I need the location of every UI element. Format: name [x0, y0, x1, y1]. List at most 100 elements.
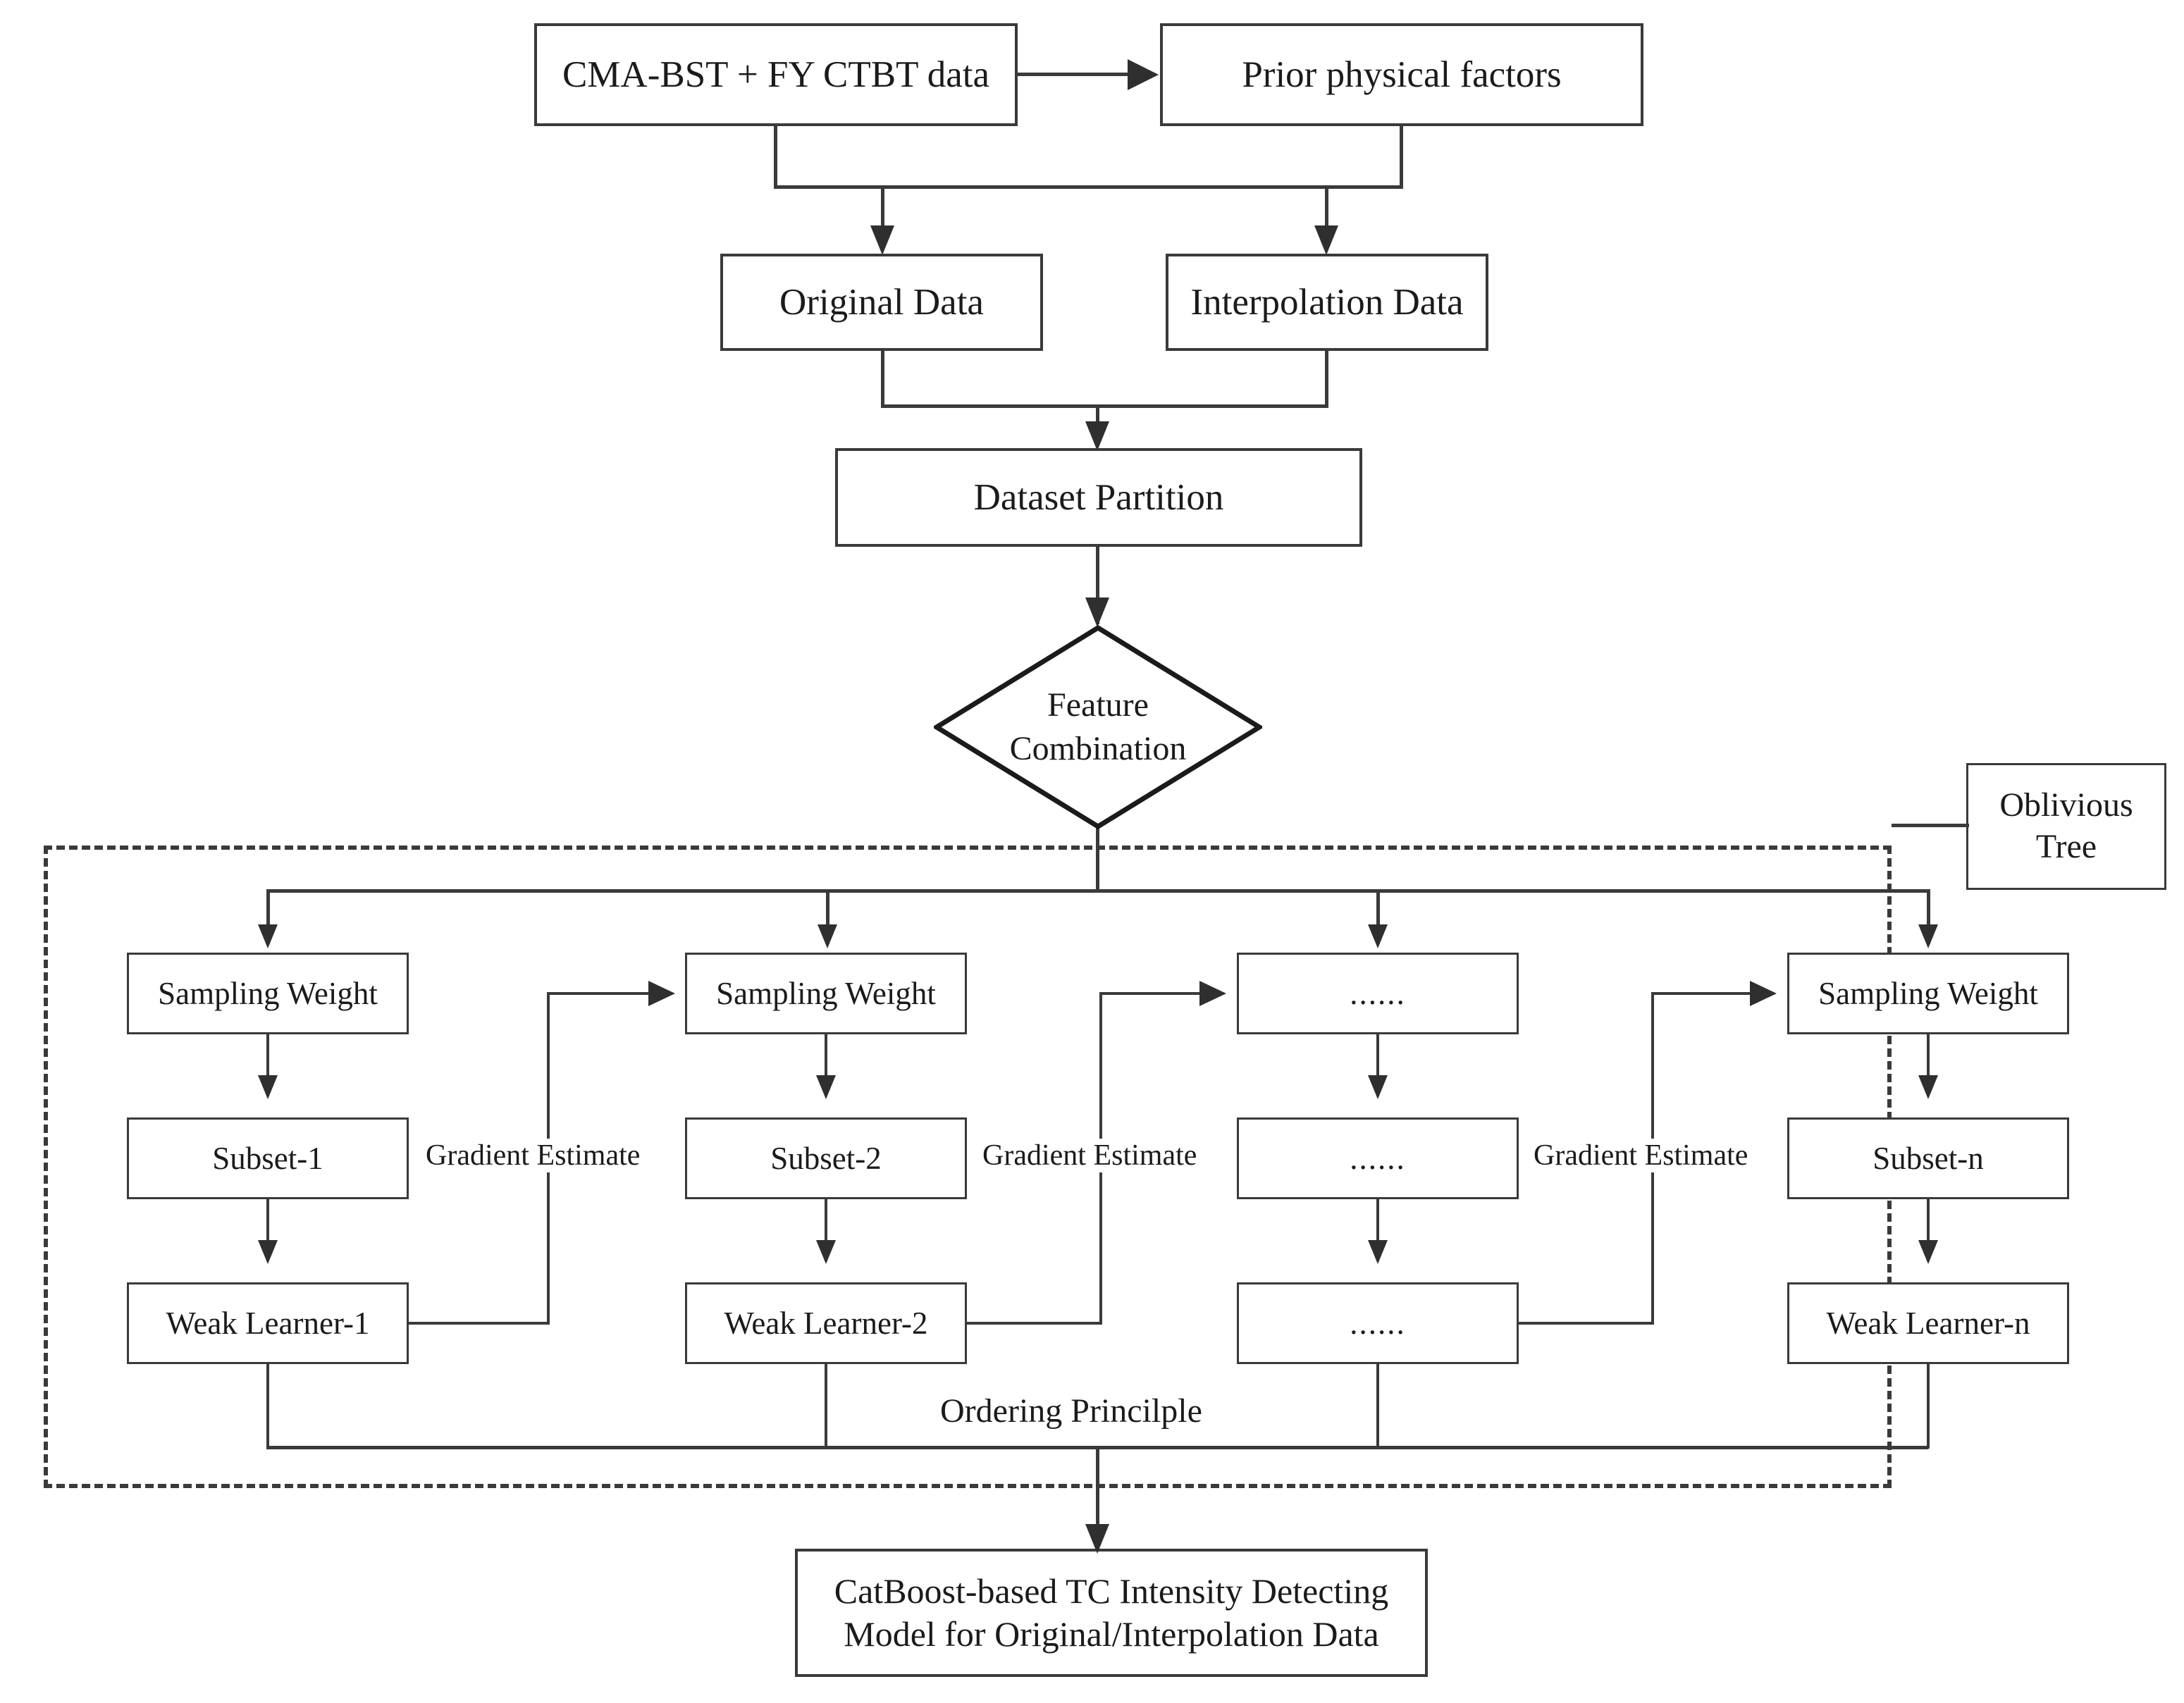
node-weak-learner-n[interactable]: Weak Learner-n — [1787, 1282, 2069, 1364]
edge-wln-down — [1927, 1364, 1930, 1449]
edge-merge-bus — [881, 404, 1328, 408]
arrowhead-swn-to-subsetn — [1918, 1075, 1938, 1099]
edge-dashed-to-oblivious-label — [1892, 824, 1969, 827]
node-dataset-partition[interactable]: Dataset Partition — [835, 448, 1362, 547]
arrowhead-bus-drop-col1 — [258, 924, 278, 948]
edge-sw1-to-subset1 — [266, 1034, 269, 1096]
node-subset-n-label: Subset-n — [1873, 1140, 1984, 1176]
node-interpolation-data-label: Interpolation Data — [1190, 281, 1464, 323]
edge-bus-drop-col4 — [1927, 889, 1930, 944]
arrowhead-bus-to-final-model — [1085, 1524, 1109, 1554]
edge-diamond-to-distribution-bus — [1096, 824, 1099, 892]
node-sampling-weight-3-label: ...... — [1350, 975, 1406, 1011]
edge-bus-drop-col1 — [266, 889, 270, 944]
arrowhead-bus-to-interpolation — [1314, 225, 1338, 255]
edge-wl3-down — [1376, 1364, 1379, 1449]
node-subset-1[interactable]: Subset-1 — [127, 1117, 409, 1199]
arrowhead-bus-drop-col2 — [818, 924, 837, 948]
edge-source-to-prior — [1018, 73, 1130, 76]
label-ordering-principle: Ordering Princilple — [937, 1392, 1205, 1430]
node-interpolation-data[interactable]: Interpolation Data — [1166, 254, 1488, 351]
node-subset-3[interactable]: ...... — [1237, 1117, 1519, 1199]
edge-wl2-down — [825, 1364, 827, 1449]
edge-source-down-stub — [774, 126, 777, 188]
node-sampling-weight-1-label: Sampling Weight — [158, 975, 378, 1011]
edge-grad2-out — [967, 1322, 1102, 1325]
node-source-data[interactable]: CMA-BST + FY CTBT data — [534, 23, 1018, 126]
edge-grad1-out — [409, 1322, 550, 1325]
node-subset-n[interactable]: Subset-n — [1787, 1117, 2069, 1199]
node-weak-learner-n-label: Weak Learner-n — [1826, 1305, 2030, 1341]
edge-bus-drop-col2 — [826, 889, 829, 944]
arrowhead-grad3-in — [1750, 981, 1777, 1006]
node-prior-physical-factors[interactable]: Prior physical factors — [1160, 23, 1643, 126]
oblivious-tree-line-1: Oblivious — [1999, 786, 2133, 824]
edge-sw3-to-subset3 — [1376, 1034, 1379, 1096]
arrowhead-sw2-to-subset2 — [816, 1075, 836, 1099]
node-sampling-weight-2[interactable]: Sampling Weight — [685, 953, 967, 1034]
node-original-data-label: Original Data — [779, 281, 984, 323]
arrowhead-subset3-to-wl3 — [1368, 1240, 1388, 1264]
arrowhead-merge-to-partition — [1085, 421, 1109, 451]
node-original-data[interactable]: Original Data — [720, 254, 1043, 351]
node-oblivious-tree-text: Oblivious Tree — [1992, 785, 2140, 867]
edge-subsetn-to-wln — [1927, 1199, 1930, 1261]
node-subset-2[interactable]: Subset-2 — [685, 1117, 967, 1199]
node-subset-1-label: Subset-1 — [212, 1140, 323, 1176]
node-weak-learner-1-label: Weak Learner-1 — [166, 1305, 370, 1341]
arrowhead-grad2-in — [1199, 981, 1226, 1006]
label-gradient-estimate-2: Gradient Estimate — [980, 1139, 1200, 1172]
edge-top-bus — [774, 185, 1403, 189]
arrowhead-sw3-to-subset3 — [1368, 1075, 1388, 1099]
arrowhead-subset2-to-wl2 — [816, 1240, 836, 1264]
edge-bus-drop-col3 — [1376, 889, 1380, 944]
edge-bus-to-interpolation — [1325, 185, 1328, 235]
node-weak-learner-2[interactable]: Weak Learner-2 — [685, 1282, 967, 1364]
edge-partition-to-diamond — [1096, 547, 1099, 624]
node-subset-2-label: Subset-2 — [770, 1140, 882, 1176]
label-gradient-estimate-3: Gradient Estimate — [1531, 1139, 1751, 1172]
edge-swn-to-subsetn — [1927, 1034, 1930, 1096]
final-model-line-2: Model for Original/Interpolation Data — [844, 1614, 1379, 1654]
node-weak-learner-3-label: ...... — [1350, 1305, 1406, 1341]
node-sampling-weight-1[interactable]: Sampling Weight — [127, 953, 409, 1034]
edge-grad3-out — [1519, 1322, 1654, 1325]
arrowhead-subset1-to-wl1 — [258, 1240, 278, 1264]
arrowhead-bus-drop-col4 — [1918, 924, 1938, 948]
edge-wl1-down — [266, 1364, 269, 1449]
feature-combination-line-2: Combination — [1009, 730, 1187, 767]
node-source-data-label: CMA-BST + FY CTBT data — [562, 54, 990, 95]
arrowhead-bus-drop-col3 — [1368, 924, 1388, 948]
node-final-model-text: CatBoost-based TC Intensity Detecting Mo… — [827, 1570, 1395, 1656]
node-feature-combination[interactable]: Feature Combination — [934, 625, 1262, 829]
edge-subset3-to-wl3 — [1376, 1199, 1379, 1261]
edge-interpolation-down-stub — [1325, 351, 1328, 407]
node-weak-learner-1[interactable]: Weak Learner-1 — [127, 1282, 409, 1364]
edge-subset2-to-wl2 — [825, 1199, 827, 1261]
label-gradient-estimate-1: Gradient Estimate — [423, 1139, 643, 1172]
edge-grad1-in — [547, 992, 654, 995]
edge-grad3-in — [1651, 992, 1756, 995]
node-sampling-weight-n-label: Sampling Weight — [1818, 975, 2038, 1011]
arrowhead-partition-to-diamond — [1085, 597, 1109, 627]
arrowhead-grad1-in — [648, 981, 675, 1006]
arrowhead-source-to-prior — [1128, 59, 1159, 90]
node-weak-learner-2-label: Weak Learner-2 — [724, 1305, 928, 1341]
oblivious-tree-line-2: Tree — [2035, 828, 2097, 865]
node-oblivious-tree-label-box[interactable]: Oblivious Tree — [1966, 763, 2166, 890]
node-sampling-weight-n[interactable]: Sampling Weight — [1787, 953, 2069, 1034]
final-model-line-1: CatBoost-based TC Intensity Detecting — [834, 1571, 1389, 1611]
node-weak-learner-3[interactable]: ...... — [1237, 1282, 1519, 1364]
node-feature-combination-text: Feature Combination — [934, 625, 1262, 829]
node-sampling-weight-2-label: Sampling Weight — [716, 975, 936, 1011]
edge-bus-to-original — [881, 185, 884, 235]
edge-prior-down-stub — [1400, 126, 1403, 188]
edge-distribution-bus — [266, 889, 1928, 893]
node-sampling-weight-3[interactable]: ...... — [1237, 953, 1519, 1034]
node-final-model[interactable]: CatBoost-based TC Intensity Detecting Mo… — [795, 1549, 1428, 1677]
edge-grad2-in — [1099, 992, 1205, 995]
diamond-shape — [934, 625, 1262, 829]
node-dataset-partition-label: Dataset Partition — [973, 476, 1224, 518]
feature-combination-line-1: Feature — [1047, 686, 1149, 724]
